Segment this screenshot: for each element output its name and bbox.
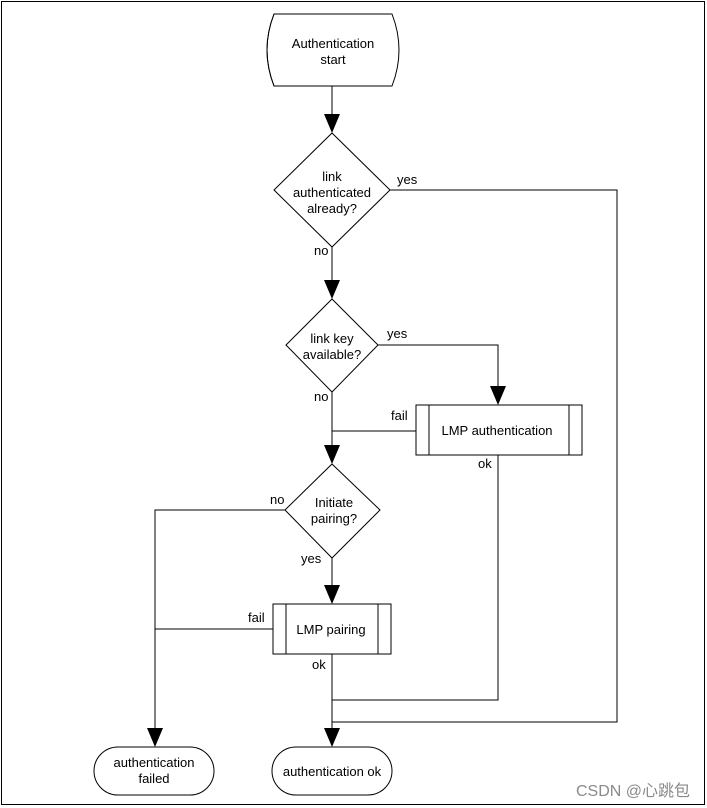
start-label-line-1: Authentication	[292, 36, 374, 51]
arrowhead-auth-failed	[147, 728, 163, 747]
edge-lmp-auth-ok	[332, 455, 499, 701]
auth-failed-line-1: authentication	[114, 755, 195, 770]
label-initiate-no: no	[270, 492, 284, 507]
decision-initiate-line-2: pairing?	[311, 511, 357, 526]
label-lmp-pairing-ok: ok	[312, 657, 326, 672]
decision-initiate-pairing: Initiate pairing?	[284, 463, 381, 559]
node-authentication-ok: authentication ok	[271, 746, 393, 796]
edge-initiate-no	[154, 509, 285, 728]
arrowhead-lmp-pairing	[324, 585, 340, 604]
decision-link-auth-line-2: authenticated	[293, 185, 371, 200]
process-lmp-authentication: LMP authentication	[415, 404, 583, 456]
decision-link-authenticated: link authenticated already?	[273, 132, 391, 248]
arrowhead-auth-ok	[324, 728, 340, 747]
decision-initiate-line-1: Initiate	[315, 495, 353, 510]
label-link-key-yes: yes	[387, 326, 408, 341]
lmp-pairing-label: LMP pairing	[296, 622, 365, 637]
arrowhead-link-key	[324, 280, 340, 299]
label-lmp-auth-fail: fail	[391, 408, 408, 423]
arrowheads	[147, 114, 506, 747]
decision-link-key-line-2: available?	[303, 347, 362, 362]
decision-link-auth-line-3: already?	[307, 201, 357, 216]
edge-link-auth-yes	[332, 189, 618, 723]
auth-failed-line-2: failed	[138, 771, 169, 786]
label-lmp-pairing-fail: fail	[248, 610, 265, 625]
arrowhead-initiate	[324, 445, 340, 464]
node-authentication-failed: authentication failed	[93, 746, 215, 796]
decision-link-auth-line-1: link	[322, 169, 342, 184]
auth-ok-label: authentication ok	[283, 764, 382, 779]
lmp-authentication-label: LMP authentication	[441, 423, 552, 438]
label-initiate-yes: yes	[301, 551, 322, 566]
arrowhead-lmp-auth	[490, 386, 506, 405]
start-label-line-2: start	[320, 52, 346, 67]
connectors	[154, 86, 618, 728]
decision-link-key-line-1: link key	[310, 331, 354, 346]
watermark: CSDN @心跳包	[576, 782, 690, 800]
label-link-key-no: no	[314, 389, 328, 404]
node-authentication-start: Authentication start	[266, 13, 400, 87]
arrowhead-link-auth	[324, 114, 340, 133]
decision-link-key-available: link key available?	[285, 298, 379, 393]
edge-labels: yes no yes no fail ok no yes fail ok	[248, 172, 492, 672]
edge-link-key-yes	[378, 344, 499, 386]
label-link-auth-no: no	[314, 243, 328, 258]
label-lmp-auth-ok: ok	[478, 456, 492, 471]
label-link-auth-yes: yes	[397, 172, 418, 187]
process-lmp-pairing: LMP pairing	[272, 603, 392, 655]
